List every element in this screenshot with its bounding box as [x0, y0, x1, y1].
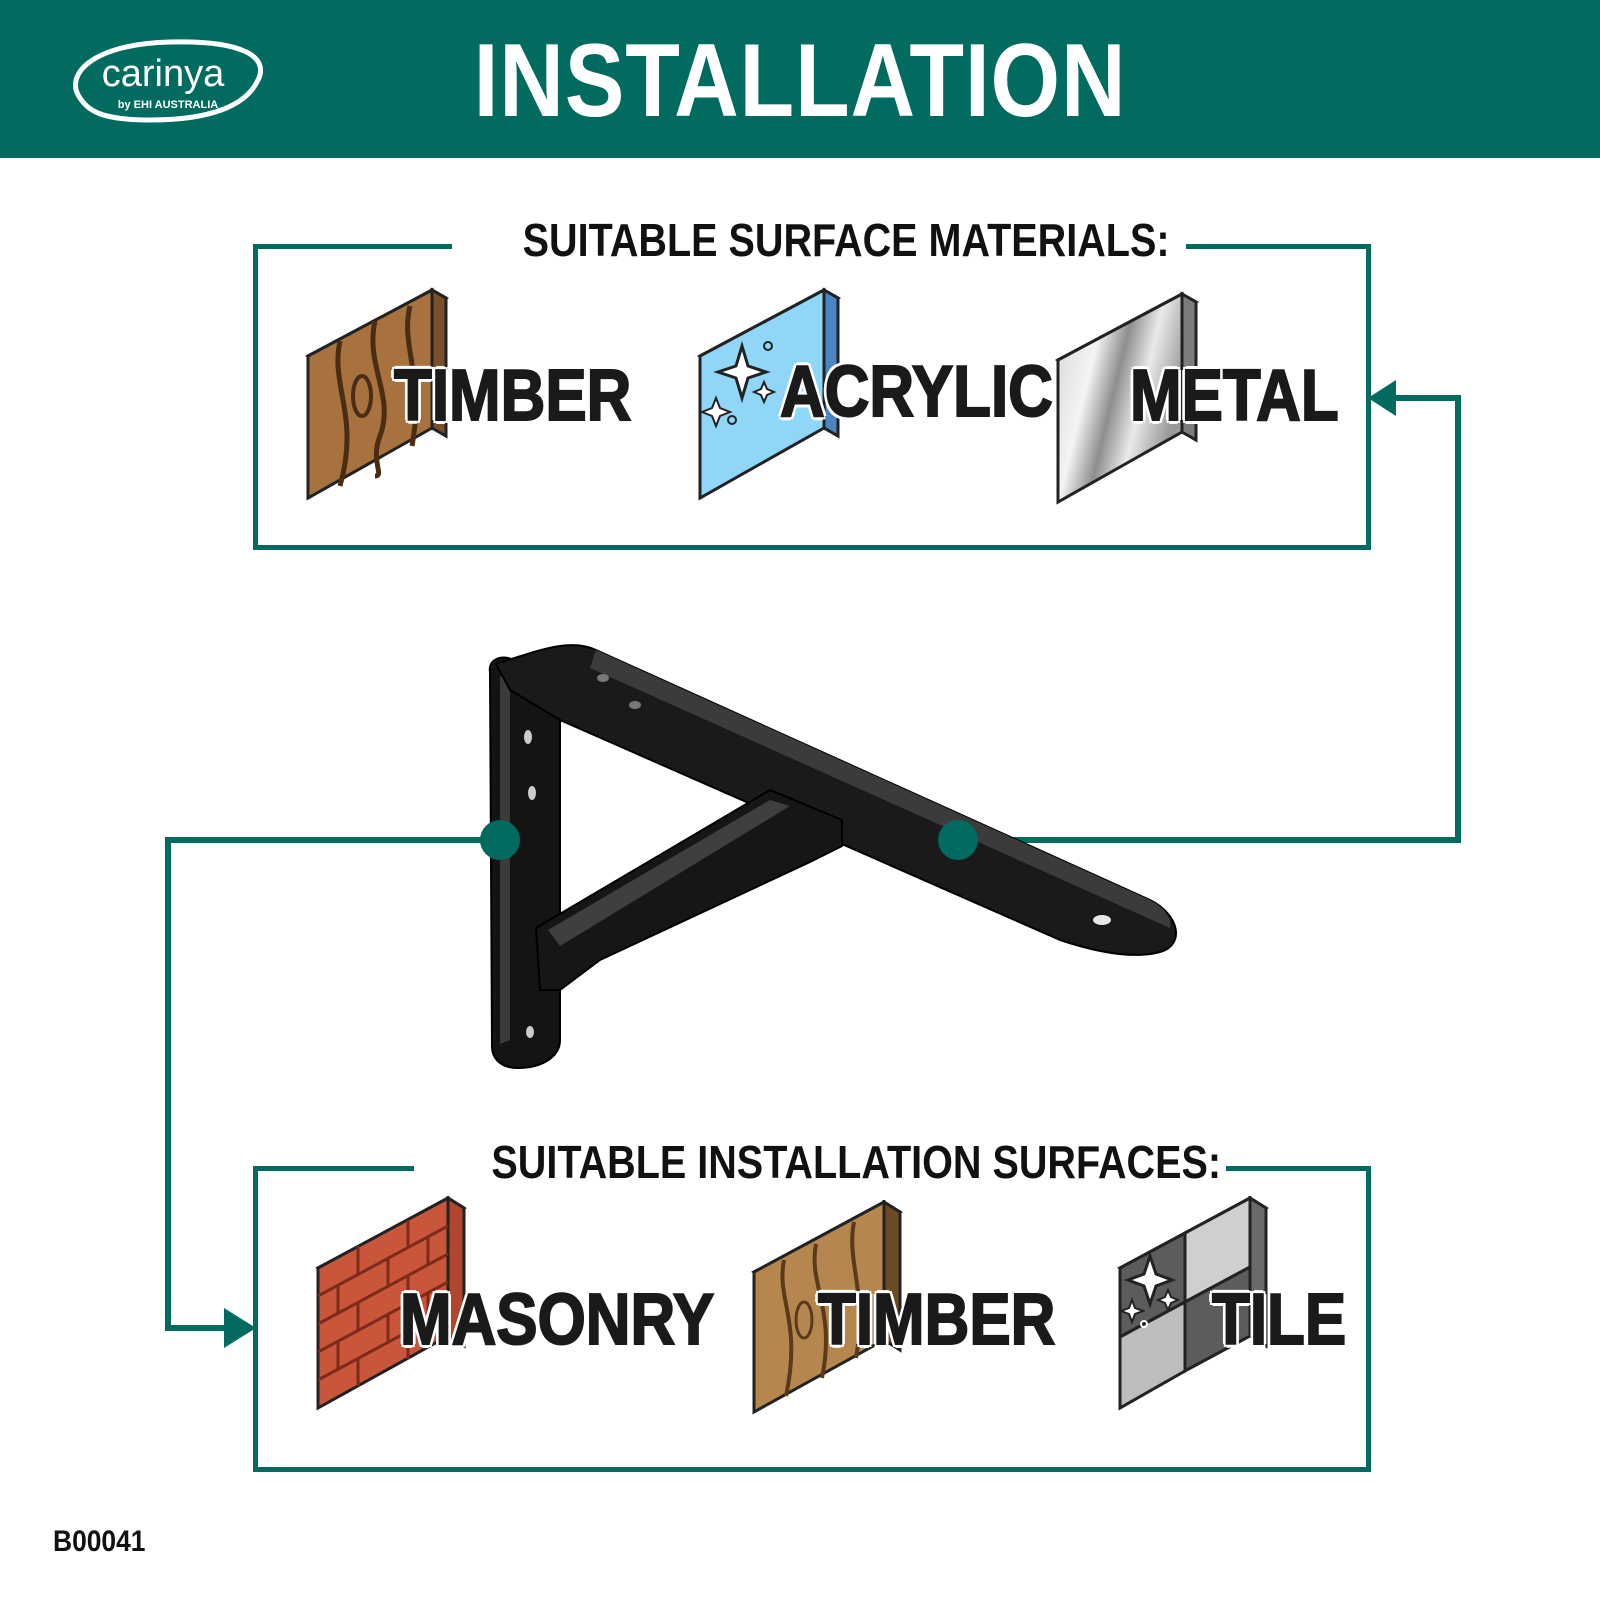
materials-title: SUITABLE SURFACE MATERIALS: [452, 212, 1186, 268]
brick-wall-icon [315, 1196, 467, 1411]
header-bar: carinya by EHI AUSTRALIA INSTALLATION [0, 0, 1600, 158]
surfaces-title: SUITABLE INSTALLATION SURFACES: [414, 1134, 1226, 1190]
timber-block-icon [304, 287, 450, 501]
material-label-timber: TIMBER [393, 355, 632, 437]
logo-subtext: by EHI AUSTRALIA [118, 99, 218, 111]
connector-dot-surfaces [480, 820, 520, 860]
materials-title-text: SUITABLE SURFACE MATERIALS: [522, 214, 1170, 266]
shelf-bracket-image [488, 644, 1177, 1070]
material-label-acrylic: ACRYLIC [779, 351, 1054, 433]
surface-label-timber: TIMBER [817, 1279, 1056, 1361]
logo-wordmark: carinya [102, 53, 225, 95]
connector-line-materials [958, 395, 1461, 843]
surface-label-tile: TILE [1211, 1279, 1347, 1361]
surfaces-title-text: SUITABLE INSTALLATION SURFACES: [491, 1136, 1222, 1188]
page-title: INSTALLATION [473, 23, 1127, 139]
arrow-head-surfaces [224, 1308, 256, 1348]
tile-wall-icon [1117, 1196, 1269, 1411]
material-label-metal: METAL [1129, 355, 1339, 437]
timber-board-icon [751, 1200, 903, 1415]
metal-sheet-icon [1054, 291, 1200, 505]
product-code: B00041 [53, 1525, 146, 1558]
connector-dot-materials [938, 820, 978, 860]
arrow-head-materials [1368, 380, 1396, 416]
acrylic-panel-icon [696, 287, 842, 501]
carinya-logo: carinya by EHI AUSTRALIA [73, 39, 264, 123]
connector-line-surfaces [165, 837, 500, 1331]
surface-label-masonry: MASONRY [399, 1279, 715, 1361]
